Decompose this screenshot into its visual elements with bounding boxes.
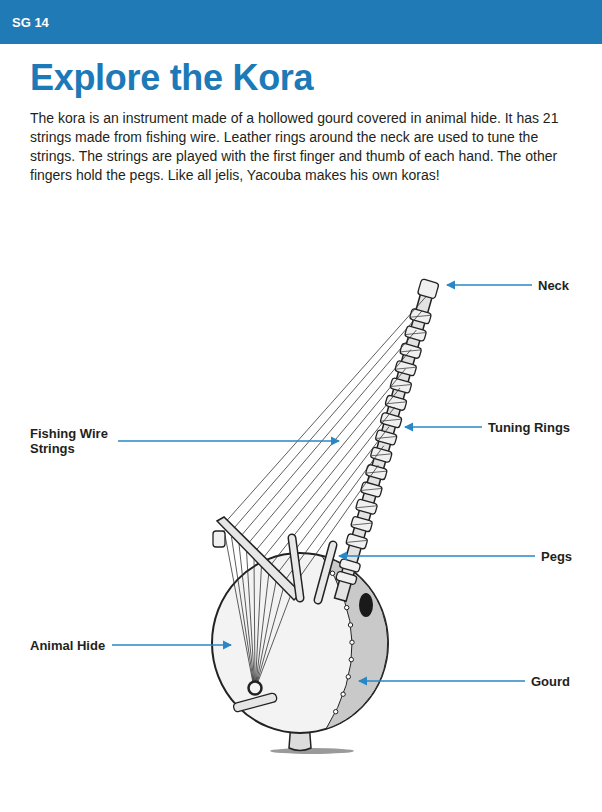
leader-lines-shape — [446, 281, 455, 290]
kora-drawing-shape — [270, 748, 354, 754]
kora-drawing-shape-shape — [348, 623, 352, 627]
kora-drawing-shape-shape-shape — [404, 326, 426, 342]
part-label: Tuning Rings — [488, 420, 570, 435]
kora-drawing-shape-shape — [347, 310, 430, 547]
kora-drawing-shape-shape — [260, 388, 401, 563]
leader-lines-shape — [331, 437, 340, 446]
leader-lines-shape — [338, 552, 347, 561]
kora-drawing-shape — [249, 682, 262, 695]
part-label: Fishing Wire Strings — [30, 426, 114, 456]
kora-drawing-shape-shape — [252, 369, 406, 556]
kora-drawing — [212, 278, 440, 754]
kora-drawing-shape-shape — [290, 465, 379, 592]
kora-drawing-shape-shape-shape — [347, 536, 366, 548]
kora-drawing-shape-shape — [245, 350, 412, 548]
kora-drawing-shape — [217, 517, 301, 600]
section-code: SG 14 — [12, 15, 49, 30]
kora-drawing-shape-shape — [346, 675, 350, 679]
kora-drawing-shape-shape-shape — [395, 360, 417, 376]
kora-drawing-shape-shape-shape — [417, 279, 439, 299]
kora-drawing-shape-shape — [230, 311, 422, 533]
kora-drawing-shape-shape — [254, 558, 255, 683]
intro-paragraph: The kora is an instrument made of a holl… — [30, 109, 578, 185]
kora-drawing-shape-shape — [222, 297, 426, 526]
kora-drawing-shape — [359, 593, 373, 617]
kora-drawing-shape-shape-shape — [375, 429, 397, 445]
leader-lines-shape — [223, 641, 232, 650]
kora-drawing-shape-shape — [258, 593, 292, 683]
kora-drawing-shape-shape — [247, 551, 255, 683]
leader-lines-shape — [404, 423, 413, 432]
part-label: Pegs — [541, 549, 572, 564]
leader-lines-shape — [358, 677, 367, 686]
kora-drawing-shape-shape — [345, 605, 349, 609]
kora-drawing-shape-shape — [256, 565, 262, 683]
leader-lines-shape — [359, 680, 525, 681]
header-bar — [0, 0, 602, 44]
leader-lines-shape — [339, 555, 535, 556]
kora-drawing-shape-shape-shape — [355, 499, 377, 515]
kora-drawing-shape — [213, 531, 225, 547]
part-label: Animal Hide — [30, 638, 105, 653]
leader-lines-shape — [405, 426, 482, 427]
kora-drawing-shape — [292, 538, 300, 598]
kora-drawing-shape-shape — [341, 692, 345, 696]
kora-drawing-shape-shape-shape — [339, 558, 361, 572]
leader-lines-shape — [112, 644, 231, 645]
kora-drawing-shape-shape-shape — [357, 501, 376, 513]
kora-drawing-shape — [318, 545, 333, 600]
kora-drawing-shape-shape-shape — [360, 481, 382, 497]
kora-drawing-shape-shape-shape — [386, 397, 405, 409]
kora-drawing-shape — [322, 556, 388, 729]
kora-drawing-shape-shape — [336, 278, 440, 585]
kora-drawing-shape-shape — [350, 640, 354, 644]
kora-drawing-shape-shape-shape — [351, 516, 373, 532]
part-label: Gourd — [531, 674, 570, 689]
kora-drawing-shape-shape-shape — [336, 571, 358, 585]
kora-drawing-shape — [233, 692, 278, 712]
kora-drawing-shape-shape-shape — [406, 328, 425, 340]
kora-drawing-shape-shape-shape — [377, 432, 396, 444]
kora-drawing-shape-shape — [232, 537, 254, 683]
leader-lines-shape — [118, 440, 339, 441]
part-label: Neck — [538, 278, 569, 293]
page-title: Explore the Kora — [30, 58, 313, 98]
kora-drawing-shape-shape — [239, 544, 254, 683]
kora-drawing-shape-shape-shape — [401, 345, 420, 357]
kora-drawing-shape-shape — [335, 285, 435, 601]
leader-lines — [112, 281, 535, 686]
kora-drawing-shape-shape — [349, 657, 353, 661]
kora-drawing-shape-shape — [257, 579, 277, 683]
leader-lines-shape — [447, 284, 532, 285]
kora-drawing-shape-shape — [334, 710, 338, 714]
kora-drawing-shape-shape — [330, 571, 334, 575]
kora-drawing-shape-shape-shape — [346, 533, 368, 549]
kora-drawing-shape-shape-shape — [391, 380, 410, 392]
kora-drawing-shape-shape-shape — [390, 378, 412, 394]
kora-drawing-shape — [292, 538, 300, 598]
kora-drawing-shape — [318, 545, 333, 600]
kora-drawing-shape-shape — [257, 586, 284, 683]
kora-drawing-shape-shape-shape — [352, 518, 371, 530]
kora-drawing-shape — [222, 297, 426, 683]
kora-drawing-shape-shape-shape — [362, 484, 381, 496]
kora-drawing-shape-shape-shape — [380, 412, 402, 428]
